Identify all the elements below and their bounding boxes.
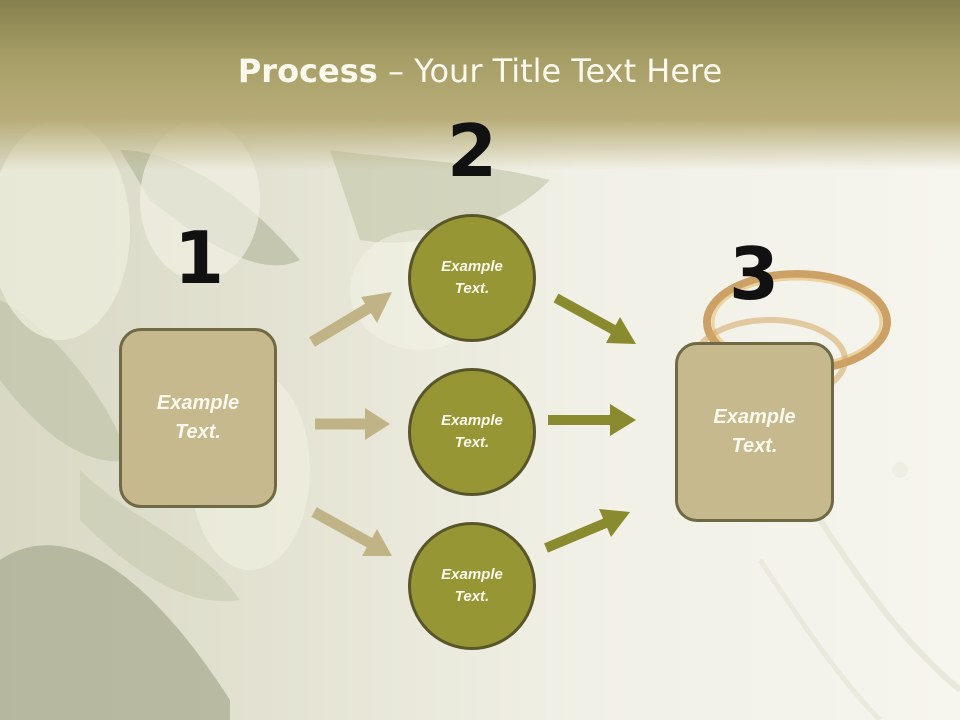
arrow-1-to-2a: [309, 292, 392, 347]
arrow-1-to-2b: [315, 408, 390, 440]
step-3-number: 3: [728, 232, 780, 316]
slide-title: Process – Your Title Text Here: [0, 52, 960, 90]
step-1-number: 1: [173, 216, 225, 300]
step-1-label: Example Text.: [156, 392, 240, 443]
step-2-circle-3-label: Example Text.: [441, 565, 503, 606]
step-2-circle-2[interactable]: Example Text.: [408, 368, 536, 496]
step-1-box[interactable]: Example Text.: [119, 328, 277, 508]
title-band: [0, 0, 960, 170]
step-3-box[interactable]: Example Text.: [675, 342, 834, 522]
step-2-circle-1-label: Example Text.: [441, 257, 503, 298]
step-3-label: Example Text.: [713, 406, 796, 457]
title-bold: Process: [237, 52, 378, 90]
step-2-circle-2-label: Example Text.: [441, 411, 503, 452]
arrow-2b-to-3: [548, 404, 636, 436]
step-2-circle-1[interactable]: Example Text.: [408, 214, 536, 342]
step-2-number: 2: [446, 109, 498, 193]
arrow-1-to-2c: [311, 507, 392, 556]
arrow-2a-to-3: [553, 293, 636, 344]
step-2-circle-3[interactable]: Example Text.: [408, 522, 536, 650]
arrow-2c-to-3: [544, 509, 630, 553]
title-rest: – Your Title Text Here: [377, 52, 723, 90]
